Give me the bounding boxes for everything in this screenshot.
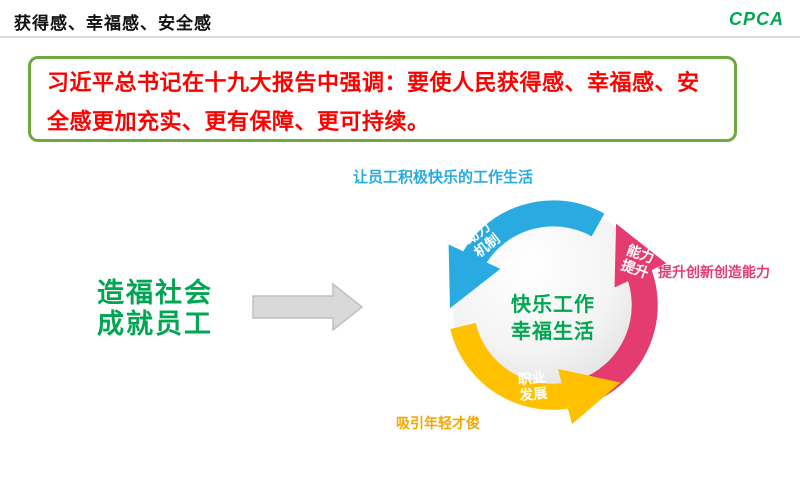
mission-text-line1: 造福社会 bbox=[97, 278, 213, 308]
transition-arrow-icon bbox=[252, 282, 364, 332]
right-caption: 提升创新创造能力 bbox=[658, 264, 770, 280]
sphere-caption: 快乐工作 幸福生活 bbox=[483, 292, 623, 346]
sphere-caption-line1: 快乐工作 bbox=[511, 294, 595, 316]
mission-text: 造福社会 成就员工 bbox=[72, 278, 238, 340]
arrow-career-label: 职业 发展 bbox=[507, 368, 559, 415]
sphere-caption-line2: 幸福生活 bbox=[511, 321, 595, 343]
cpca-logo: CPCA bbox=[728, 9, 784, 29]
mission-text-line2: 成就员工 bbox=[97, 309, 213, 340]
arrow-motivation-ribbon bbox=[448, 200, 605, 309]
arrow-career-ribbon bbox=[450, 322, 621, 425]
bottom-caption: 吸引年轻才俊 bbox=[396, 415, 480, 431]
slide-header: 获得感、幸福感、安全感 CPCA bbox=[0, 0, 800, 38]
sphere bbox=[453, 205, 653, 405]
page-title: 获得感、幸福感、安全感 bbox=[14, 14, 212, 33]
arrow-career-label-line2: 发展 bbox=[518, 384, 549, 404]
top-caption: 让员工积极快乐的工作生活 bbox=[352, 169, 533, 186]
quote-text: 习近平总书记在十九大报告中强调：要使人民获得感、幸福感、安全感更加充实、更有保障… bbox=[47, 70, 700, 134]
quote-box: 习近平总书记在十九大报告中强调：要使人民获得感、幸福感、安全感更加充实、更有保障… bbox=[28, 56, 737, 142]
